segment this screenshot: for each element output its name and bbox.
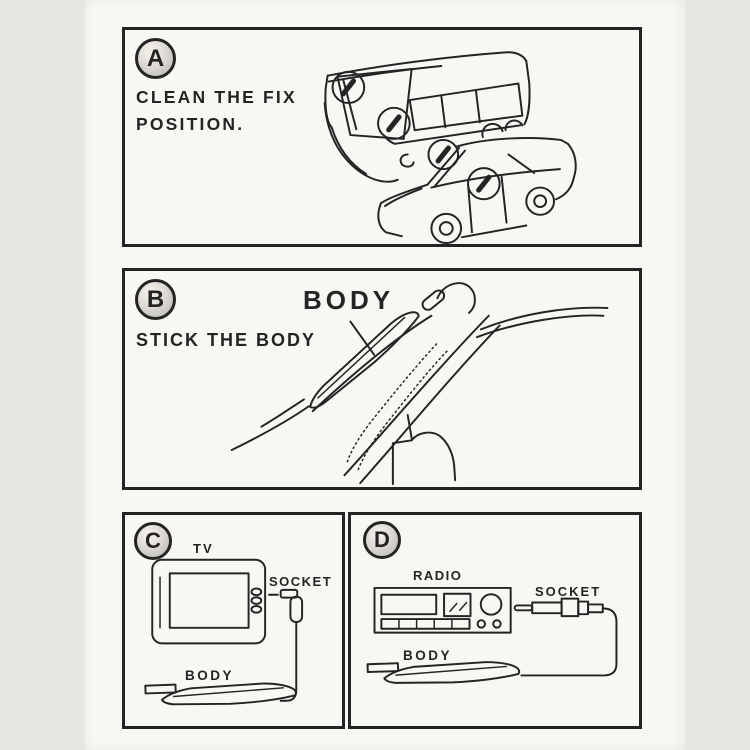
step-c-badge: C [134,522,172,560]
radio-icon [373,586,512,634]
van-illustration [323,51,531,183]
car-illustration [377,137,577,244]
radio-connection-illustration [366,586,618,684]
antenna-position-mark [476,174,492,193]
socket-plug-icon [513,597,604,618]
antenna-body-icon [144,682,297,706]
panel-c-connect-tv: C TV SOCKET BODY [122,512,345,729]
panel-a-caption: CLEAN THE FIX POSITION. [136,84,297,138]
tv-connection-illustration [144,558,304,706]
caption-line-2: POSITION. [136,114,245,134]
pillar-lines [311,282,609,485]
step-d-badge: D [363,521,401,559]
panel-b-stick-the-body: B BODY STICK THE BODY [122,268,642,490]
step-b-letter: B [146,285,165,313]
antenna-tip [421,289,446,311]
socket-label: SOCKET [535,584,602,599]
step-a-letter: A [146,44,165,72]
windshield-pillar-illustration [230,282,609,486]
panel-b-caption: STICK THE BODY [136,330,317,350]
antenna-tail-wire [260,398,305,428]
antenna-position-mark [435,145,451,164]
panel-a-clean-fix-position: A CLEAN THE FIX POSITION. [122,27,642,247]
vehicles-illustration [323,51,577,244]
step-d-letter: D [374,527,390,552]
body-label: BODY [403,648,453,663]
body-label: BODY [185,668,235,683]
socket-label: SOCKET [269,574,333,589]
cable-line [520,607,618,677]
tv-label: TV [193,541,214,556]
paper-background [85,0,685,750]
antenna-position-mark [340,78,357,97]
step-b-badge: B [135,279,176,320]
mirror-illustration [391,414,457,486]
antenna-tail-wire [230,405,310,451]
cable-line [279,620,298,702]
radio-label: RADIO [413,568,463,583]
step-c-letter: C [145,528,161,553]
panel-d-connect-radio: D RADIO SOCKET BODY [348,512,642,729]
tv-icon [151,558,267,645]
step-a-badge: A [135,38,176,79]
antenna-body-illustration [230,289,446,451]
antenna-body-icon [366,661,521,684]
caption-line-1: CLEAN THE FIX [136,87,297,107]
body-label: BODY [303,285,395,315]
antenna-position-mark [386,114,402,133]
socket-plug-icon [268,588,304,623]
